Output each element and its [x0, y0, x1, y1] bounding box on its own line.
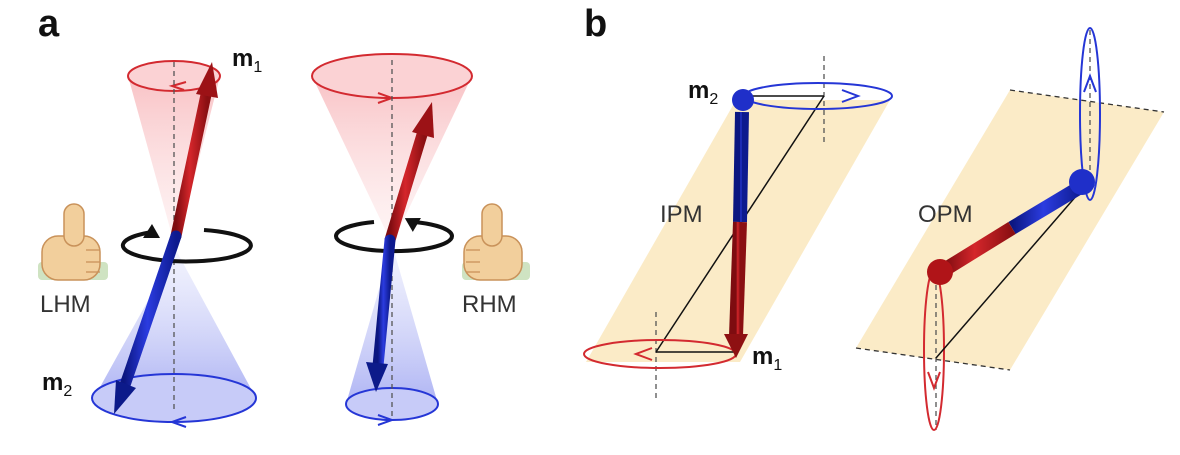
ipm-moment-1-arrow	[729, 221, 747, 337]
opm-mode: OPM	[855, 27, 1165, 431]
opm-red-orbit-arrow	[927, 371, 941, 391]
moment-1-label-b: m1	[752, 343, 782, 374]
opm-diagonal	[935, 179, 1091, 359]
moment-2-head-lhm	[114, 380, 136, 414]
moment-1-arrow-rhm	[384, 122, 430, 246]
opm-blue-orbit	[1079, 27, 1101, 201]
opm-moment-1-arrow	[940, 222, 1016, 276]
rhm-precession	[311, 53, 473, 426]
opm-blue-orbit-arrow	[1083, 73, 1097, 93]
opm-label: OPM	[918, 201, 973, 228]
moment-2-arrow-lhm	[118, 230, 182, 394]
ipm-moment-1-head	[724, 334, 748, 358]
ipm-moment-2-head	[732, 89, 754, 111]
ipm-blue-orbit-arrow	[841, 89, 861, 103]
red-orbit-arrow-lhm	[168, 81, 187, 91]
lhm-label: LHM	[40, 291, 91, 318]
opm-plane-edge-bottom	[855, 347, 1011, 371]
opm-moment-2-head	[1069, 169, 1095, 195]
blue-orbit-arrow-rhm	[377, 414, 395, 426]
rotation-arrowhead-rhm	[404, 218, 421, 232]
panel-b-label: b	[584, 3, 607, 45]
rhm-label: RHM	[462, 291, 517, 318]
left-hand-thumb-icon	[38, 203, 108, 281]
moment-1-head-lhm	[196, 62, 218, 98]
moment-2-arrow-rhm	[372, 234, 396, 372]
panel-a-label: a	[38, 3, 60, 45]
rotation-arrow-lhm	[120, 228, 253, 264]
moment-1-head-rhm	[412, 102, 434, 138]
moment-1-label-a: m1	[232, 45, 262, 76]
moment-2-label-a: m2	[42, 369, 72, 400]
blue-orbit-arrow-lhm	[169, 416, 187, 428]
moment-2-head-rhm	[366, 362, 388, 392]
moment-1-arrow-lhm	[170, 84, 213, 242]
ipm-label: IPM	[660, 201, 703, 228]
opm-plane-edge-top	[1009, 89, 1165, 113]
moment-2-label-b: m2	[688, 77, 718, 108]
opm-moment-1-head	[927, 259, 953, 285]
rotation-arrowhead-lhm	[143, 224, 160, 238]
lhm-precession: m1 m2	[42, 45, 262, 428]
ipm-red-orbit-arrow	[633, 347, 653, 361]
panel-b: b IPM m2 m1	[583, 3, 1165, 431]
panel-a: a m1 m2	[38, 3, 530, 428]
right-hand-thumb-icon	[462, 203, 530, 281]
ipm-mode: IPM m2 m1	[583, 56, 893, 398]
ipm-moment-2-arrow	[733, 111, 749, 223]
opm-moment-2-arrow	[1008, 179, 1086, 235]
